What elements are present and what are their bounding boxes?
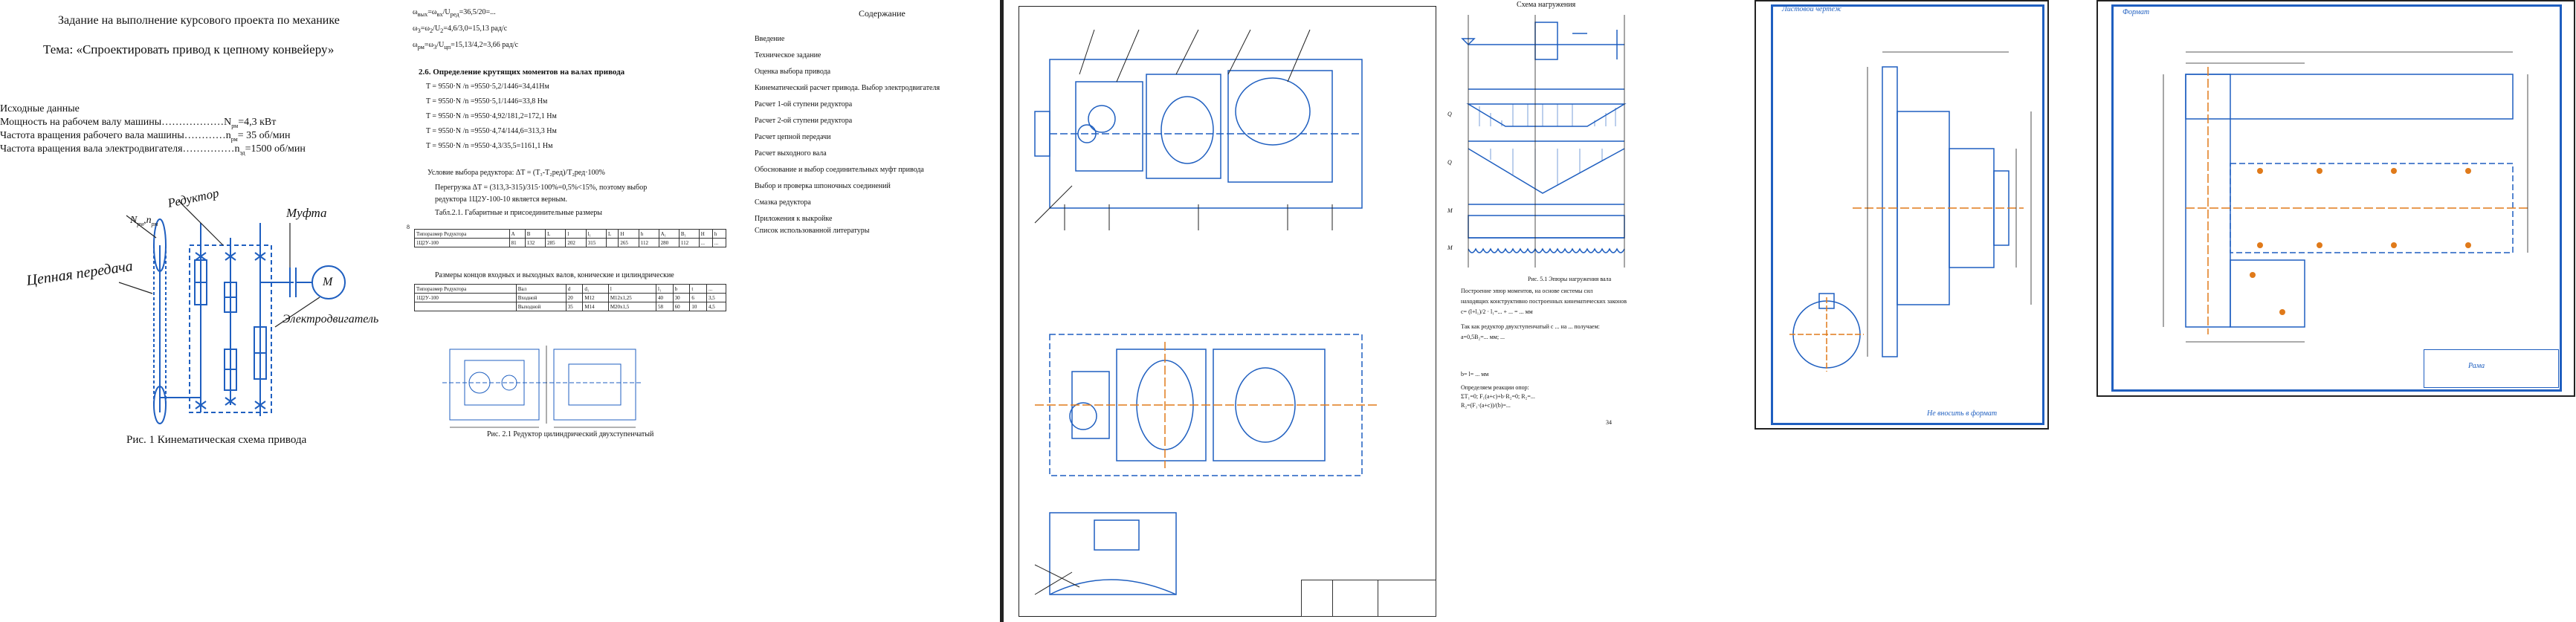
toc-item: Введение xyxy=(755,35,785,43)
section-title-2-6: 2.6. Определение крутящих моментов на ва… xyxy=(419,68,625,77)
toc-item: Расчет цепной передачи xyxy=(755,133,831,141)
label-nrm: Nрм,nрм xyxy=(130,215,158,227)
toc-item: Расчет 1-ой ступени редуктора xyxy=(755,100,853,108)
torque-line-1: T = 9550·N /n =9550·5,2/1446=34,41Нм xyxy=(426,82,549,91)
page-frame-drawing: Формат Рама xyxy=(2082,0,2576,622)
stamp-bottom: Рама xyxy=(2468,362,2485,370)
initial-data-label: Исходные данные xyxy=(0,103,80,114)
drawing-frame xyxy=(1019,6,1436,617)
page-assembly-drawing xyxy=(1005,0,1444,622)
loading-title: Схема нагружения xyxy=(1517,1,1576,9)
toc-item: Обоснование и выбор соединительных муфт … xyxy=(755,166,924,174)
table-caption-shafts: Размеры концов входных и выходных валов,… xyxy=(435,271,674,279)
frame-outer-border xyxy=(2096,0,2575,397)
table-caption-2-1: Табл.2.1. Габаритные и присоединительные… xyxy=(435,209,603,217)
label-m: M xyxy=(323,276,333,288)
page-contents: Содержание Введение Техническое задание … xyxy=(740,0,996,622)
toc-item: Приложения к выкройке xyxy=(755,215,833,223)
reducer-drawing xyxy=(442,346,643,428)
torque-line-4: T = 9550·N /n =9550·4,74/144,6=313,3 Нм xyxy=(426,127,557,135)
page-torques: ωвых=ωвх/Uред=36,5/20=... ω3=ω2/U2=4,6/3… xyxy=(405,0,736,622)
loading-para: R₂=(F₁·(a+c))/(b)=... xyxy=(1461,402,1511,409)
formula-omega: ωвых=ωвх/Uред=36,5/20=... xyxy=(413,8,496,18)
toc-item: Смазка редуктора xyxy=(755,198,811,207)
loading-para: a=0,5B₂=... мм; ... xyxy=(1461,334,1505,340)
shaft-drawing xyxy=(1789,51,2032,372)
page-task: Задание на выполнение курсового проекта … xyxy=(0,0,401,622)
page-number: 34 xyxy=(1606,419,1612,426)
toc-item: Выбор и проверка шпоночных соединений xyxy=(755,182,891,190)
page-divider xyxy=(1000,0,1004,622)
title-block xyxy=(2424,349,2559,388)
loading-para: Построение эпюр моментов, на основе сист… xyxy=(1461,288,1593,294)
label-motor: Электродвигатель xyxy=(283,313,379,325)
input-line-speed-motor: Частота вращения вала электродвигателя……… xyxy=(0,143,306,156)
page-loading-scheme: Схема нагружения xyxy=(1446,0,1747,622)
stamp-top: Формат xyxy=(2123,8,2150,16)
margin-number: 8 xyxy=(407,224,410,230)
figure-caption-1: Рис. 1 Кинематическая схема привода xyxy=(126,434,307,446)
frame-drawing xyxy=(2163,51,2528,343)
plot-label-qy: Q xyxy=(1447,159,1452,166)
toc-title: Содержание xyxy=(859,8,906,19)
input-line-speed-work: Частота вращения рабочего вала машины………… xyxy=(0,130,291,143)
loading-para: c= (l+l₁)/2 · l₁=... + ... = ... мм xyxy=(1461,308,1533,315)
torque-line-3: T = 9550·N /n =9550·4,92/181,2=172,1 Нм xyxy=(426,112,557,120)
shaft-inner-frame xyxy=(1771,4,2044,425)
torque-line-2: T = 9550·N /n =9550·5,1/1446=33,8 Нм xyxy=(426,97,548,106)
paragraph-result: редуктора 1Ц2У-100-10 является верным. xyxy=(435,195,568,204)
toc-item: Список использованной литературы xyxy=(755,227,870,235)
plot-label-qx: Q xyxy=(1447,111,1452,117)
label-mufta: Муфта xyxy=(286,206,327,220)
input-line-power: Мощность на рабочем валу машины………………Nрм… xyxy=(0,117,277,129)
kinematic-scheme xyxy=(118,200,346,424)
task-title: Задание на выполнение курсового проекта … xyxy=(58,14,340,27)
loading-para: Определяем реакции опор: xyxy=(1461,384,1529,391)
formula-omega-3: ωрм=ω3/Uцп=15,13/4,2=3,66 рад/с xyxy=(413,41,519,51)
stamp-top: Листовой чертеж xyxy=(1782,5,1841,13)
plot-label-my: M xyxy=(1447,244,1453,251)
paragraph-condition: Условие выбора редуктора: ΔT = (T₃-T₂ред… xyxy=(427,169,605,177)
loading-caption: Рис. 5.1 Эпюры нагружения вала xyxy=(1528,276,1612,282)
loading-diagram xyxy=(1461,15,1627,268)
shaft-outer-frame xyxy=(1755,0,2049,430)
loading-para: Так как редуктор двухступенчатый с ... н… xyxy=(1461,323,1600,330)
toc-item: Техническое задание xyxy=(755,51,821,59)
paragraph-overload: Перегрузка ΔT = (313,3-315)/315·100%=0,5… xyxy=(435,184,648,192)
plot-label-mx: M xyxy=(1447,207,1453,214)
assembly-drawing xyxy=(1034,29,1377,595)
page-shaft-drawing: Листовой чертеж Не вносить в формат xyxy=(1749,0,2053,622)
loading-para: ΣT₁=0; F₁(a+c)+b·R₂=0; R₂=... xyxy=(1461,393,1535,400)
stamp-bottom: Не вносить в формат xyxy=(1927,409,1998,418)
loading-para: находящих конструктивно построенных кине… xyxy=(1461,298,1627,305)
frame-inner-border xyxy=(2111,4,2562,392)
toc-item: Расчет 2-ой ступени редуктора xyxy=(755,117,853,125)
formula-omega-2: ω3=ω2/U2=4,6/3,0=15,13 рад/с xyxy=(413,25,508,34)
torque-line-5: T = 9550·N /n =9550·4,3/35,5=1161,1 Нм xyxy=(426,142,553,150)
figure-caption-2-1: Рис. 2.1 Редуктор цилиндрический двухсту… xyxy=(487,430,654,438)
toc-item: Кинематический расчет привода. Выбор эле… xyxy=(755,84,940,92)
toc-item: Оценка выбора привода xyxy=(755,68,831,76)
title-block-inner xyxy=(1332,580,1378,617)
task-theme: Тема: «Спроектировать привод к цепному к… xyxy=(43,42,335,56)
loading-para: b= l= ... мм xyxy=(1461,371,1489,378)
toc-item: Расчет выходного вала xyxy=(755,149,827,158)
